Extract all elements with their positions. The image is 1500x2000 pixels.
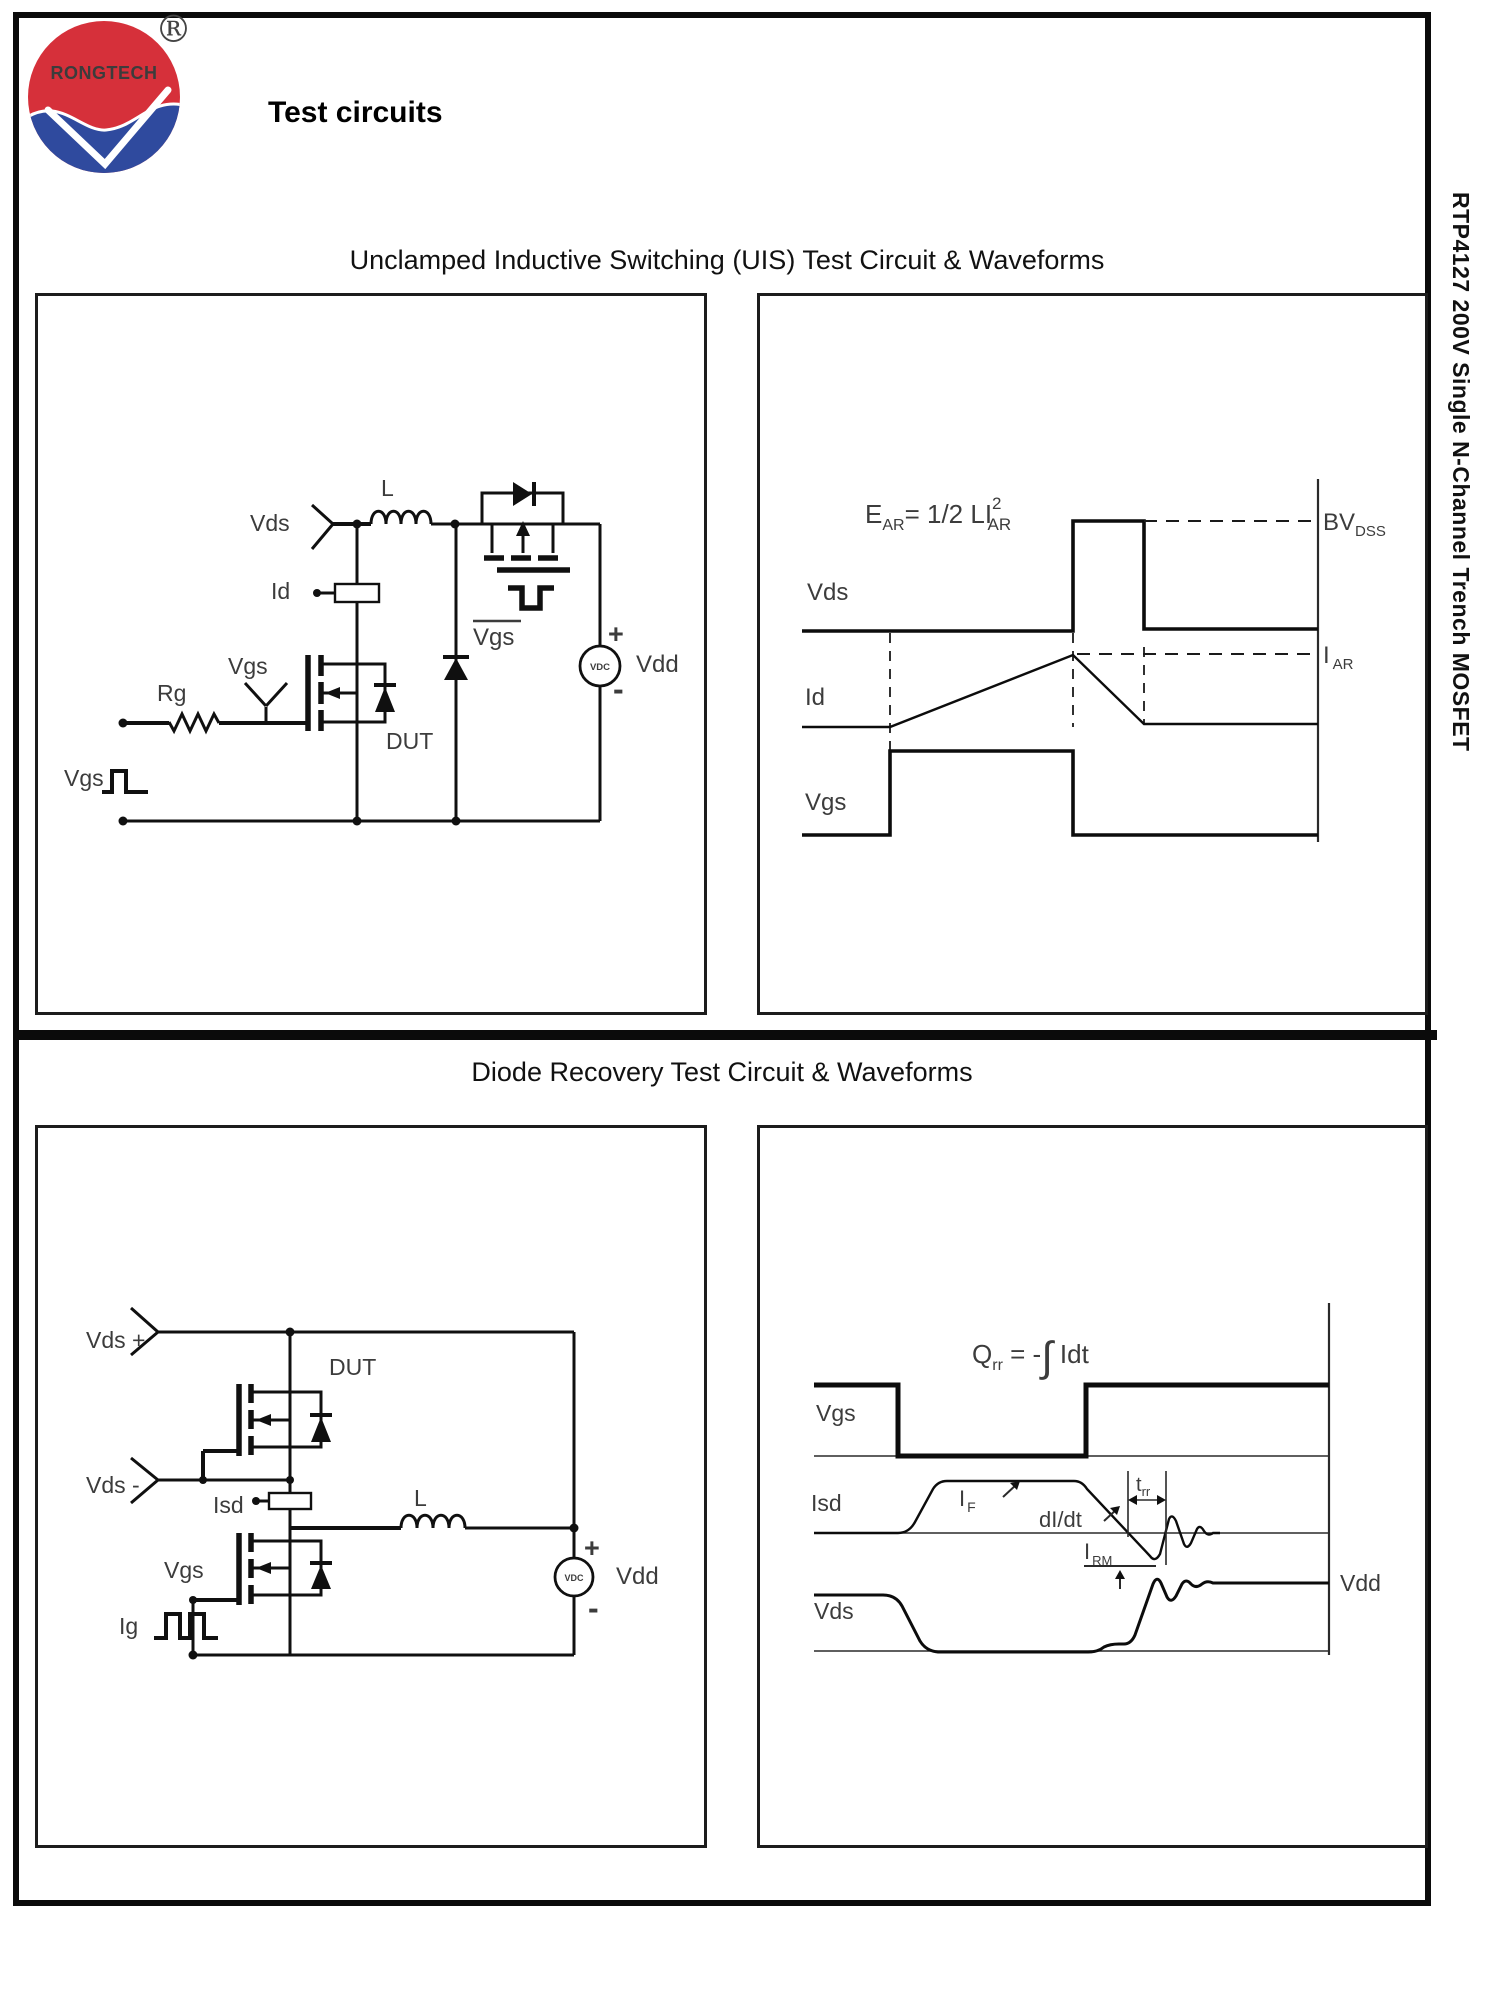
qrr-formula: Qrr = -∫ Idt (972, 1333, 1090, 1380)
vds-plus-probe-icon (130, 1306, 159, 1357)
isd-sensor-icon (252, 1491, 313, 1511)
trr-label: trr (1136, 1474, 1151, 1499)
if-arrow-icon (1002, 1481, 1020, 1498)
node-dot (451, 816, 461, 826)
uis-circuit-diagram: Vds L Vgs VDC + (35, 293, 707, 1015)
diode-icon (443, 655, 469, 680)
uis-vgs-probe-label: Vgs (228, 653, 268, 679)
didt-arrow-icon (1103, 1506, 1120, 1522)
uis-vgs-pulse-label: Vgs (64, 765, 104, 791)
node-dot (118, 816, 128, 826)
rongtech-logo: RONGTECH (28, 21, 180, 173)
vdc-source-icon: VDC (578, 644, 622, 688)
rec-dut-mosfet-icon (201, 1384, 332, 1480)
uis-section-title: Unclamped Inductive Switching (UIS) Test… (349, 245, 1105, 275)
rec-wf-vgs-label: Vgs (816, 1400, 856, 1426)
uis-plus-label: + (608, 619, 624, 649)
trr-measure-icon (1127, 1471, 1167, 1565)
rec-isd-label: Isd (213, 1492, 244, 1518)
vds-minus-probe-icon (130, 1456, 159, 1505)
vds-trace (814, 1577, 1329, 1654)
uis-id-label: Id (271, 578, 290, 604)
rec-vdc-source-icon: VDC (553, 1556, 595, 1598)
node-dot (188, 1650, 198, 1660)
rec-wf-isd-label: Isd (811, 1490, 842, 1516)
uis-wf-vds-label: Vds (807, 579, 848, 606)
uis-vds-label: Vds (250, 510, 290, 536)
recovery-circuit-diagram: Vds + DUT Vds - (35, 1125, 707, 1848)
uis-wf-id-label: Id (805, 684, 825, 711)
uis-vdc-label: VDC (590, 662, 610, 673)
clamp-mosfet-icon (480, 482, 570, 611)
logo-text: RONGTECH (51, 63, 158, 83)
rec-plus-label: + (584, 1533, 600, 1563)
uis-l-label: L (381, 475, 394, 501)
rec-inductor-icon (399, 1513, 467, 1529)
rec-lower-mosfet-icon (193, 1528, 332, 1613)
recovery-circuit-frame (35, 1125, 707, 1848)
page-title: Test circuits (268, 96, 443, 129)
bvdss-label: BVDSS (1323, 509, 1386, 540)
clamp-gate-label: Vgs (473, 619, 521, 651)
current-sensor-icon (313, 582, 381, 604)
didt-label: dI/dt (1039, 1507, 1082, 1532)
uis-minus-label: - (613, 671, 624, 707)
section-divider (13, 1030, 1437, 1040)
rec-dut-label: DUT (329, 1354, 376, 1380)
id-trace (802, 653, 1318, 729)
rec-l-label: L (414, 1485, 427, 1511)
irm-pointer-icon (1084, 1565, 1156, 1589)
rec-vdc-label: VDC (564, 1573, 584, 1583)
double-pulse-glyph-icon (154, 1612, 218, 1640)
rec-vds-minus-label: Vds - (86, 1472, 140, 1498)
uis-rg-label: Rg (157, 680, 186, 706)
vgs-trace (814, 1382, 1329, 1459)
isd-trace (814, 1479, 1220, 1561)
resistor-icon (167, 710, 221, 735)
rec-vgs-label: Vgs (164, 1557, 204, 1583)
rec-ig-label: Ig (119, 1613, 138, 1639)
rec-wf-vdd-label: Vdd (1340, 1570, 1381, 1596)
svg-text:Vgs: Vgs (473, 624, 514, 651)
rec-wf-vds-label: Vds (814, 1598, 854, 1624)
dut-mosfet-icon (305, 655, 396, 731)
vgs-trace (802, 749, 1318, 837)
recovery-waveform-frame (757, 1125, 1428, 1848)
node-dot (118, 718, 128, 728)
uis-circuit-frame (35, 293, 707, 1015)
vgs-probe-icon (243, 681, 289, 723)
wire (191, 1600, 292, 1655)
registered-mark: ® (155, 8, 192, 51)
uis-waveform-frame (757, 293, 1428, 1015)
logo-check-v (44, 86, 172, 170)
rec-minus-label: - (588, 1590, 599, 1626)
rec-vds-plus-label: Vds + (86, 1327, 145, 1353)
uis-vdd-label: Vdd (636, 651, 679, 678)
uis-wf-vgs-label: Vgs (805, 789, 846, 816)
rec-vdd-label: Vdd (616, 1563, 659, 1590)
uis-dut-label: DUT (386, 728, 433, 754)
sidebar-part-title: RTP4127 200V Single N-Channel Trench MOS… (1448, 192, 1474, 752)
page-border (13, 12, 1431, 1906)
node-dot (352, 816, 362, 826)
recovery-section-title: Diode Recovery Test Circuit & Waveforms (471, 1057, 973, 1087)
vds-trace (802, 519, 1318, 633)
vds-probe-icon (310, 503, 335, 550)
pulse-glyph-icon (102, 769, 148, 794)
inductor-icon (369, 509, 433, 525)
